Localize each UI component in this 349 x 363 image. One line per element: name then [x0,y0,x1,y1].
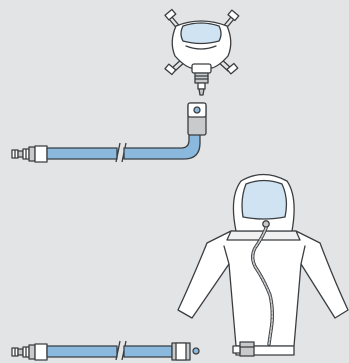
hose-segment-elbow [123,131,201,160]
elbow-connector-port [193,106,201,114]
supply-hose-with-elbow [11,102,207,163]
protective-suit-with-hood [177,173,349,357]
suit-body [177,230,349,347]
full-face-mask [164,8,240,96]
mask-connector-tip [198,88,205,96]
mask-valve-thread [194,72,209,84]
hose-lower-end-port [192,347,200,355]
suit-air-inlet [262,220,270,228]
mask-inner-seal [185,45,217,50]
mask-valve-housing [191,63,212,74]
mask-connector-nozzle [197,82,206,90]
hose-lower-segment-left [46,345,118,358]
supply-hose-with-suit-connector [11,340,200,361]
hose-lower-segment-right [123,345,173,358]
hose-segment-left [46,147,118,160]
mask-visor [180,22,222,45]
suit-connector [239,341,255,357]
hose-plug-left-lower [11,343,48,361]
suit-hood-visor [241,179,288,220]
hose-plug-left-upper [11,145,48,163]
